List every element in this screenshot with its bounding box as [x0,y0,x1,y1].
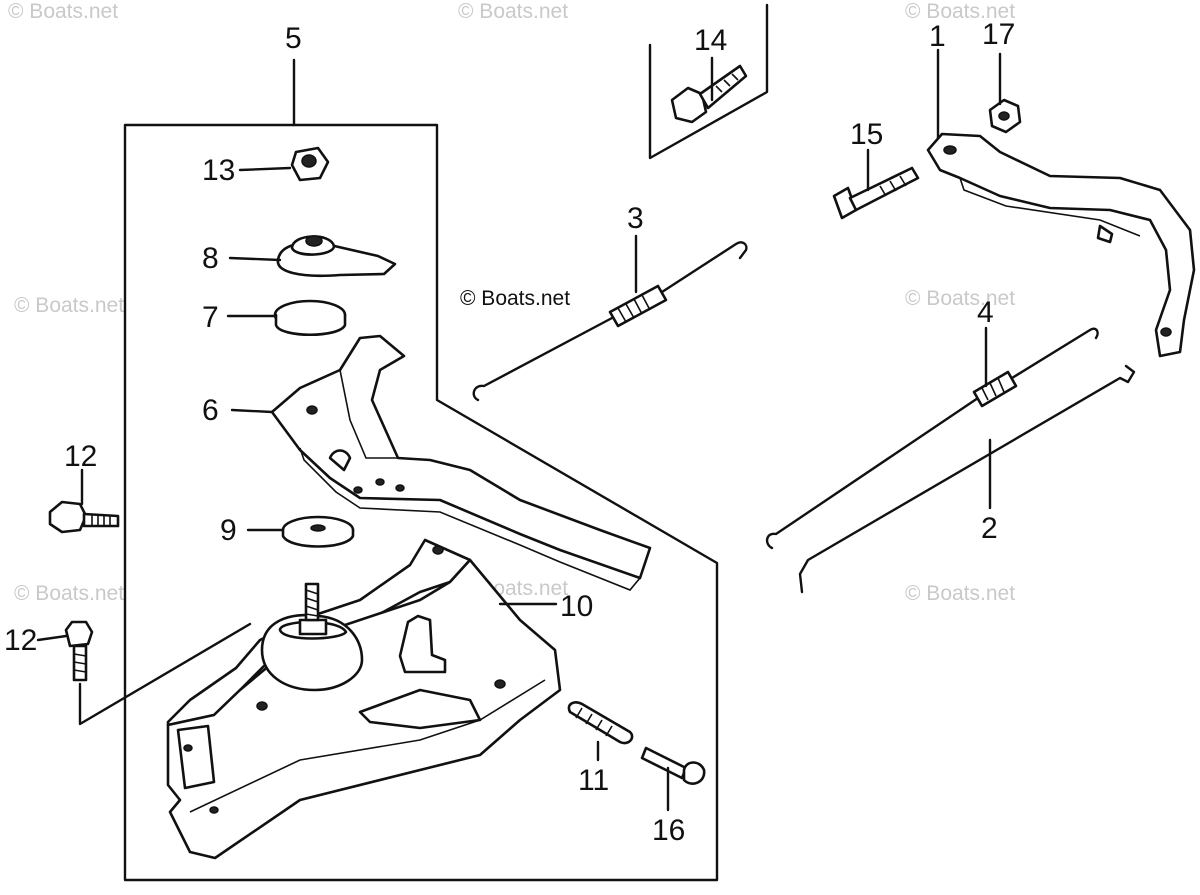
watermark: © Boats.net [14,582,124,605]
part-14-bolt [670,64,748,124]
part-2-rod [798,364,1136,594]
watermark: © Boats.net [458,0,568,23]
bolt-group-frame [648,3,769,160]
leader-6 [230,408,274,414]
callout-15: 15 [850,118,883,151]
leader-13 [238,166,292,172]
callout-6: 6 [202,394,219,427]
part-3-spring [472,241,748,402]
part-17-nut [988,98,1022,134]
part-15-screw [832,166,920,220]
part-7-washer [273,299,347,337]
watermark: © Boats.net [8,0,118,23]
part-11-spring [567,701,634,745]
watermark: © Boats.net [14,294,124,317]
leader-8 [228,256,282,262]
part-12-bolt-lower [64,620,252,726]
part-4-spring [765,327,1099,550]
callout-1: 1 [929,20,946,53]
part-13-nut [290,146,330,182]
callout-10: 10 [560,590,593,623]
part-6-lever-bracket [270,334,652,591]
callout-14: 14 [694,24,727,57]
part-16-screw [640,746,706,785]
callout-3: 3 [627,202,644,235]
callout-12-upper: 12 [64,440,97,473]
callout-12-lower: 12 [4,624,37,657]
callout-8: 8 [202,242,219,275]
center-watermark: © Boats.net [460,287,570,310]
watermark: © Boats.net [905,0,1015,23]
callout-4: 4 [977,296,994,329]
part-9-washer [281,515,355,548]
callout-16: 16 [652,814,685,847]
watermark: © Boats.net [905,287,1015,310]
callout-17: 17 [982,18,1015,51]
leader-12-lower [36,634,68,642]
part-12-bolt-upper [48,500,120,534]
part-1-arm [926,132,1196,358]
callout-9: 9 [220,514,237,547]
callout-5: 5 [285,22,302,55]
part-10-base-plate [166,538,562,860]
callout-11: 11 [578,764,609,797]
watermark: © Boats.net [905,582,1015,605]
callout-2: 2 [981,512,998,545]
leader-dashed [78,622,252,726]
assembly-group-frame [123,123,719,882]
callout-7: 7 [202,301,219,334]
callout-13: 13 [202,154,235,187]
part-8-plate [276,235,397,277]
